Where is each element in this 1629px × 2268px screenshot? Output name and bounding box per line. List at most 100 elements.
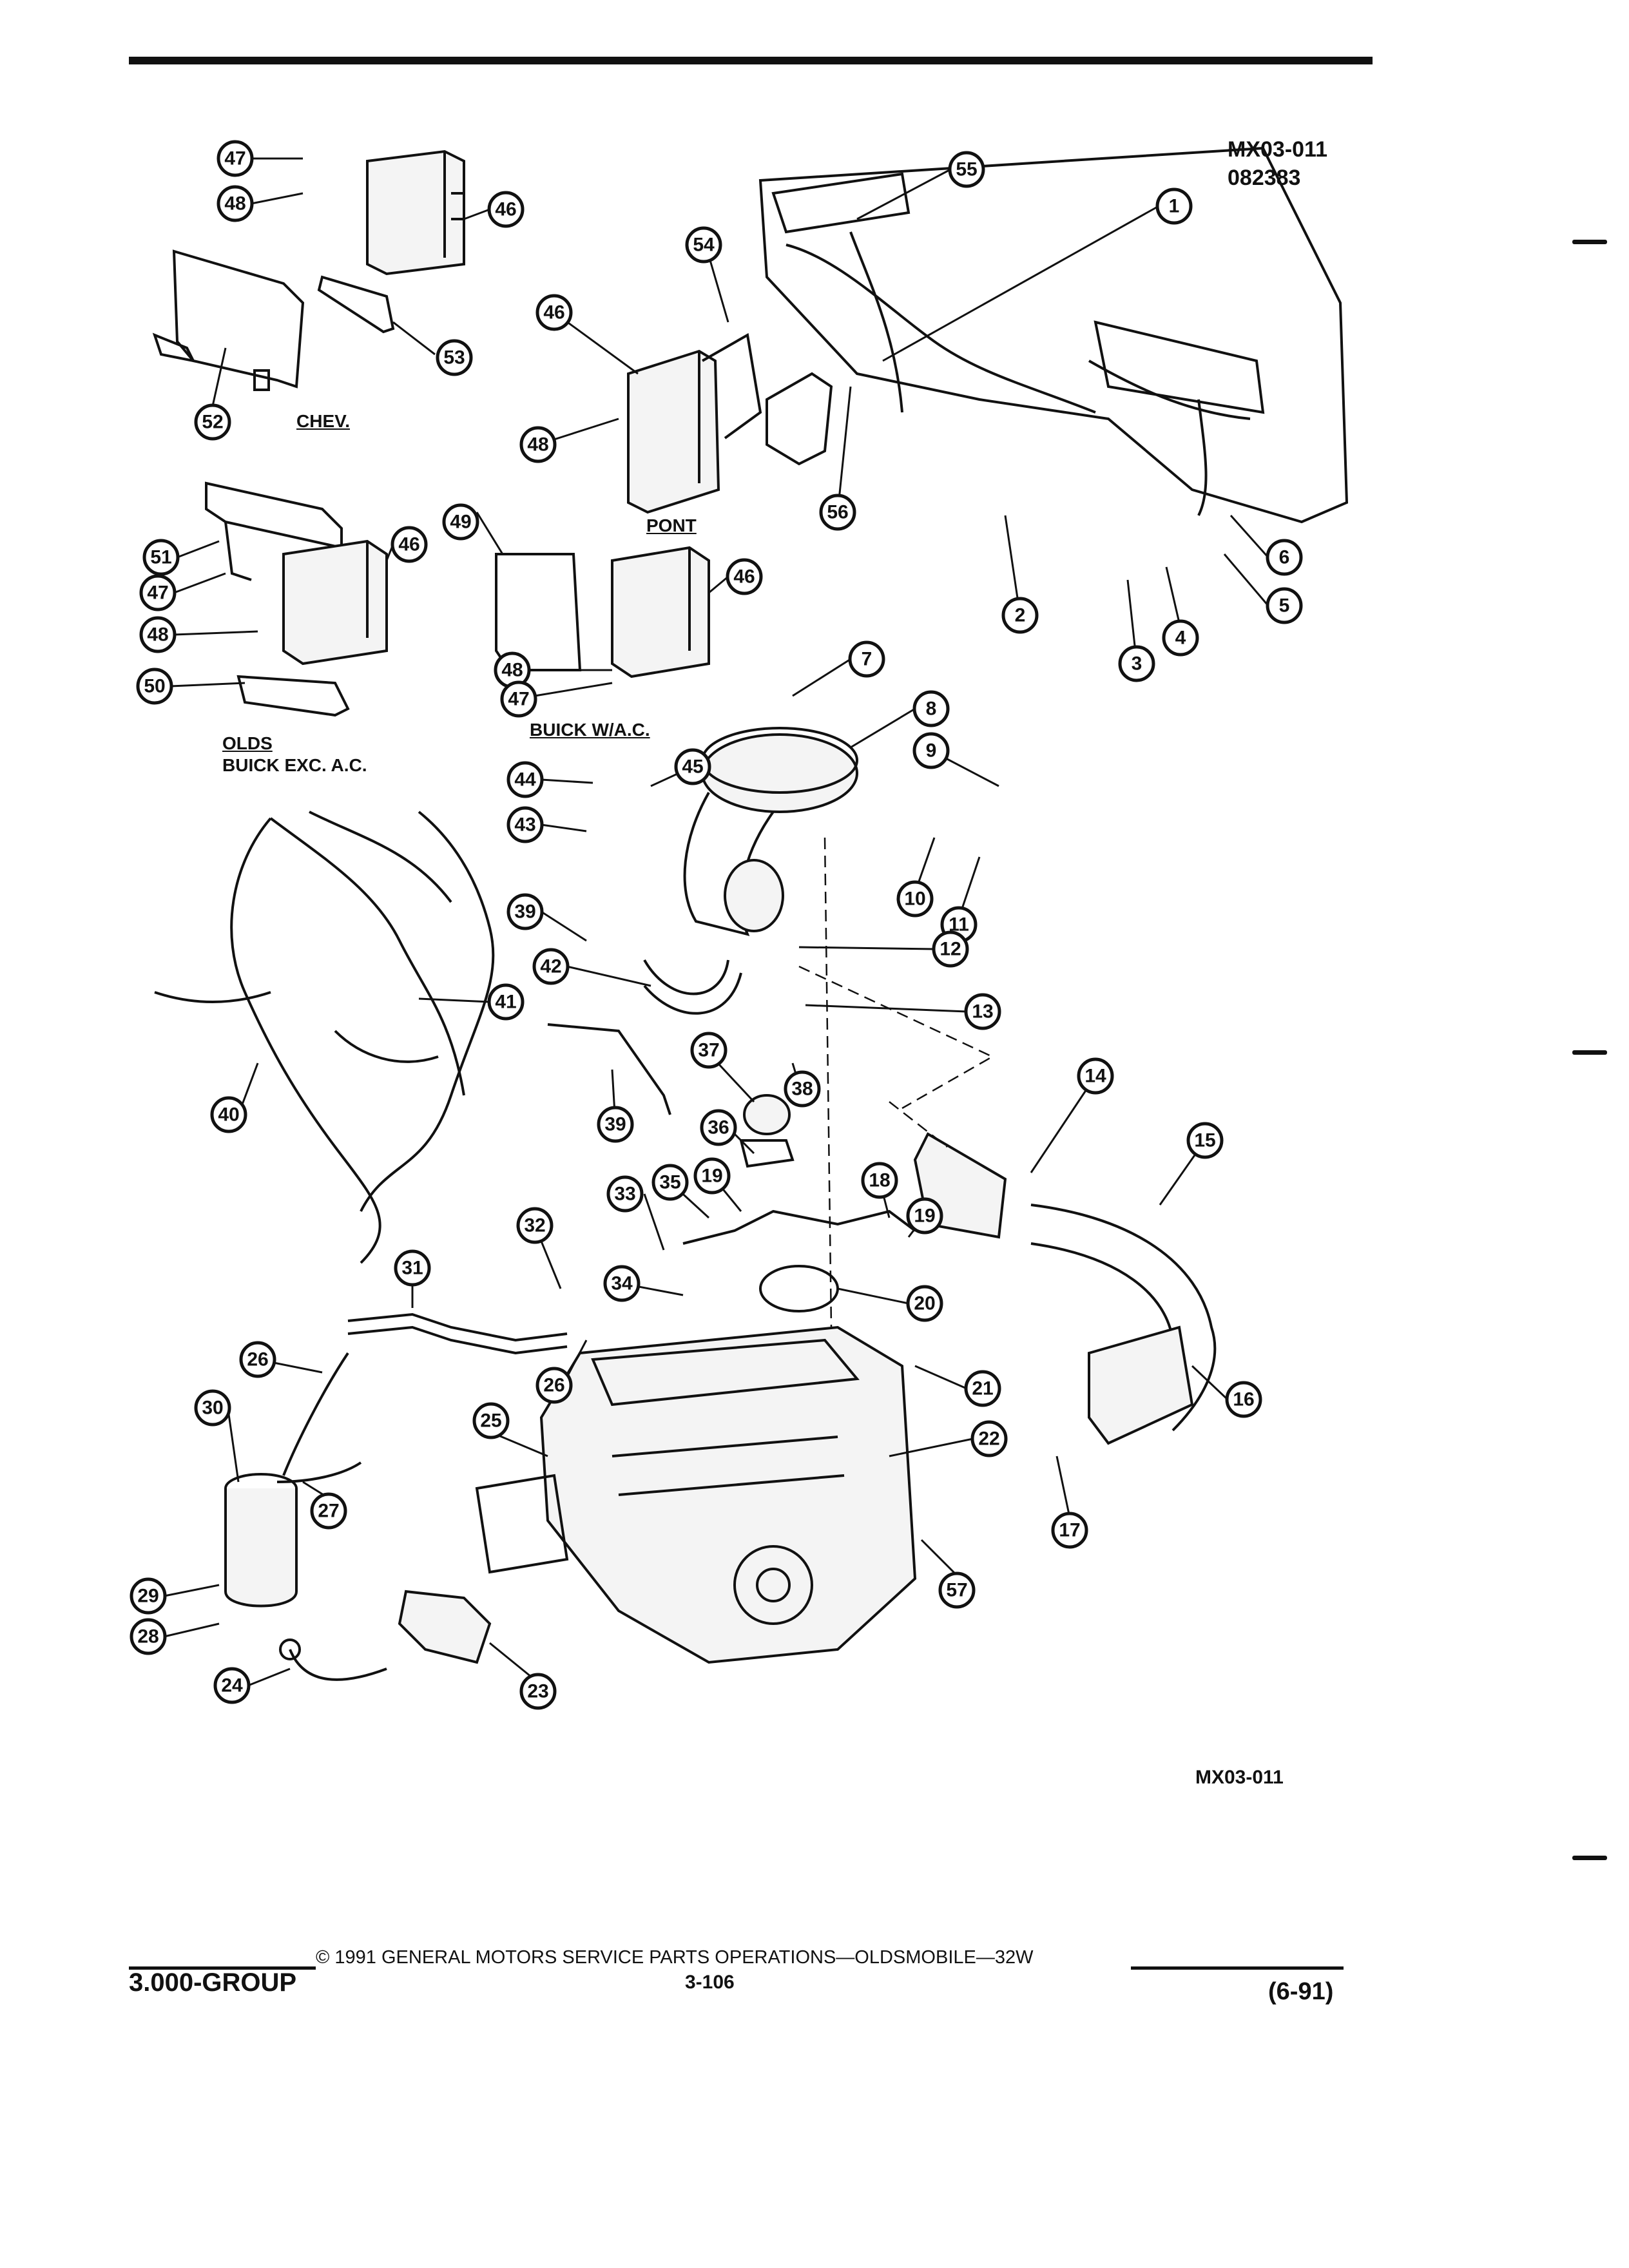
- svg-text:49: 49: [450, 512, 471, 533]
- svg-text:1: 1: [1169, 196, 1180, 217]
- callout-19: 19: [693, 1157, 731, 1195]
- flex-duct: [1030, 1204, 1217, 1445]
- svg-text:26: 26: [247, 1349, 268, 1370]
- wiring-harness: [154, 811, 495, 1264]
- callout-40: 40: [210, 1096, 247, 1133]
- callout-16: 16: [1225, 1381, 1262, 1418]
- section-label-buick-wac: BUICK W/A.C.: [530, 720, 650, 740]
- svg-text:8: 8: [926, 698, 937, 720]
- callout-15: 15: [1186, 1122, 1224, 1159]
- callout-7: 7: [848, 640, 885, 678]
- svg-text:38: 38: [791, 1079, 813, 1100]
- svg-text:20: 20: [914, 1293, 935, 1314]
- svg-text:19: 19: [914, 1206, 935, 1227]
- svg-text:46: 46: [495, 199, 516, 220]
- callout-48: 48: [217, 185, 254, 222]
- svg-text:12: 12: [940, 939, 961, 960]
- callout-32: 32: [516, 1207, 554, 1244]
- callout-3: 3: [1118, 645, 1155, 682]
- svg-text:55: 55: [956, 159, 977, 180]
- svg-text:29: 29: [137, 1586, 159, 1607]
- callout-45: 45: [674, 748, 711, 785]
- svg-text:25: 25: [480, 1410, 501, 1432]
- egr-tube: [547, 1023, 671, 1115]
- svg-text:48: 48: [147, 624, 168, 646]
- svg-text:24: 24: [221, 1675, 243, 1696]
- callout-37: 37: [690, 1032, 728, 1069]
- callout-8: 8: [912, 690, 950, 727]
- svg-text:31: 31: [401, 1258, 423, 1279]
- figure-id-block: MX03-011 082383: [1228, 135, 1327, 192]
- olds-ecm-module: [282, 539, 388, 666]
- engine-block: [475, 1325, 917, 1664]
- svg-text:47: 47: [147, 582, 168, 604]
- callout-28: 28: [130, 1618, 167, 1655]
- callout-12: 12: [932, 930, 969, 968]
- figure-id: MX03-011: [1228, 137, 1327, 162]
- svg-text:9: 9: [926, 740, 937, 762]
- callout-2: 2: [1001, 597, 1039, 634]
- ground-strap: [279, 1639, 387, 1681]
- svg-text:52: 52: [202, 412, 223, 433]
- svg-text:40: 40: [218, 1104, 239, 1126]
- callouts: 47 48 46 53 52 55 1 54 46 48 56 51 47 48…: [130, 140, 1303, 1710]
- callout-26b: 26: [535, 1367, 573, 1404]
- figure-date-code: 082383: [1228, 166, 1301, 190]
- callout-17: 17: [1051, 1512, 1088, 1549]
- callout-48c: 48: [139, 616, 177, 653]
- svg-text:15: 15: [1194, 1130, 1215, 1151]
- svg-text:44: 44: [514, 769, 536, 791]
- egr-valve: [739, 1094, 795, 1168]
- footer-rule-right: [1131, 1966, 1344, 1970]
- section-label-olds: OLDS: [222, 733, 273, 753]
- throttle-body-gasket: [759, 1265, 839, 1312]
- svg-text:51: 51: [150, 547, 171, 568]
- svg-text:6: 6: [1279, 547, 1290, 568]
- chev-ecm-bracket: [152, 249, 305, 391]
- svg-text:21: 21: [972, 1378, 993, 1399]
- svg-text:41: 41: [495, 992, 516, 1013]
- callout-49: 49: [442, 503, 479, 541]
- air-duct-hose: [643, 959, 742, 1015]
- callout-44: 44: [506, 761, 544, 798]
- callout-21: 21: [964, 1370, 1001, 1407]
- chev-ecm-module: [366, 149, 465, 276]
- callout-4: 4: [1162, 619, 1199, 657]
- engine-mount-bracket: [398, 1590, 492, 1664]
- svg-text:16: 16: [1233, 1389, 1254, 1410]
- svg-text:7: 7: [862, 649, 872, 670]
- svg-text:36: 36: [708, 1117, 729, 1139]
- callout-51: 51: [142, 539, 180, 576]
- svg-text:13: 13: [972, 1001, 993, 1023]
- svg-text:27: 27: [318, 1501, 339, 1522]
- callout-47c: 47: [500, 680, 537, 718]
- svg-text:47: 47: [224, 148, 246, 169]
- svg-text:3: 3: [1132, 653, 1142, 675]
- svg-text:42: 42: [540, 956, 561, 977]
- vacuum-pipe-assembly: [347, 1312, 568, 1355]
- svg-text:30: 30: [202, 1398, 223, 1419]
- svg-text:39: 39: [514, 901, 535, 923]
- callout-26: 26: [239, 1341, 276, 1378]
- canister-hoses: [276, 1352, 362, 1483]
- top-rule: [129, 57, 1373, 64]
- footer-group: 3.000-GROUP: [129, 1968, 297, 1997]
- svg-text:53: 53: [443, 347, 465, 369]
- svg-text:18: 18: [869, 1170, 890, 1191]
- callout-46: 46: [487, 191, 525, 228]
- svg-text:23: 23: [527, 1681, 548, 1702]
- svg-text:50: 50: [144, 676, 165, 697]
- callout-14: 14: [1077, 1057, 1114, 1095]
- callout-19b: 19: [906, 1197, 943, 1235]
- buick-wac-ecm-module: [611, 546, 710, 678]
- svg-text:46: 46: [733, 566, 755, 588]
- callout-53: 53: [436, 339, 473, 376]
- callout-48b: 48: [519, 426, 557, 463]
- callout-6: 6: [1266, 539, 1303, 576]
- dash-panel: [758, 146, 1349, 524]
- vapor-canister: [224, 1473, 298, 1608]
- callout-47: 47: [217, 140, 254, 177]
- callout-46c: 46: [390, 526, 428, 563]
- svg-text:17: 17: [1059, 1520, 1080, 1541]
- svg-text:48: 48: [224, 193, 246, 215]
